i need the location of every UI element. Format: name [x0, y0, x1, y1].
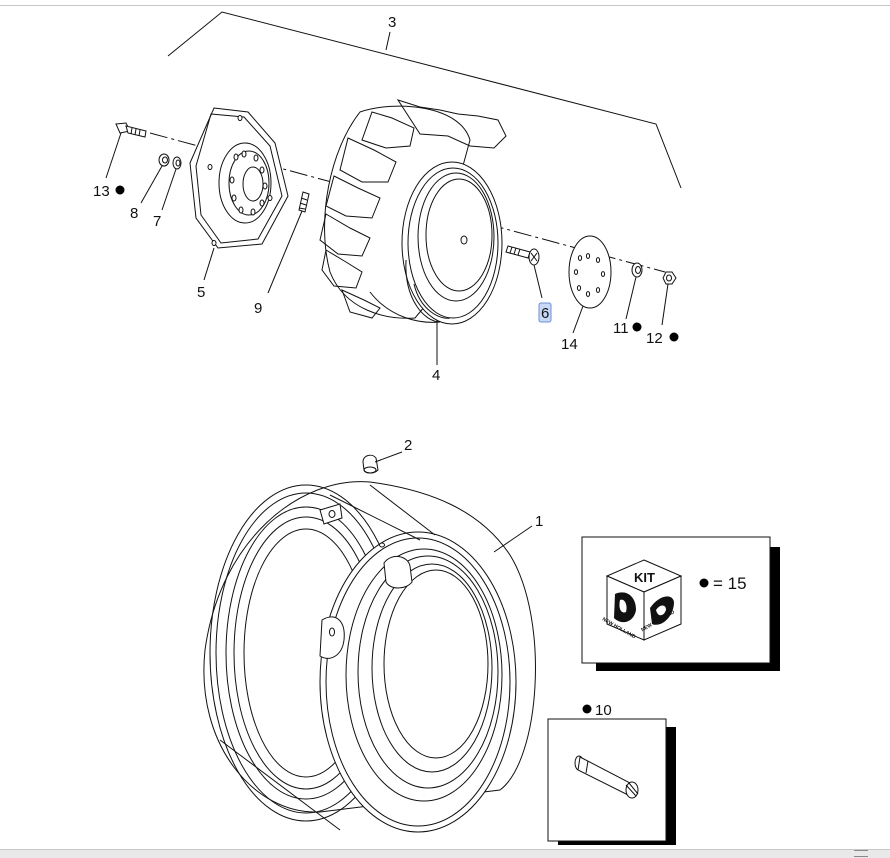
callout-13[interactable]: 13: [93, 183, 110, 200]
bolt-6[interactable]: [505, 245, 543, 299]
status-bar: [0, 849, 890, 858]
callout-4[interactable]: 4: [432, 367, 440, 384]
callout-11[interactable]: 11: [613, 320, 629, 337]
callout-14[interactable]: 14: [561, 336, 578, 353]
bullet-11: [632, 322, 642, 332]
rim-1[interactable]: [203, 481, 536, 833]
callout-3[interactable]: 3: [388, 14, 396, 31]
callout-2[interactable]: 2: [404, 437, 412, 454]
callout-12[interactable]: 12: [646, 330, 663, 347]
kit-equation: = 15: [713, 574, 747, 593]
cover-plate-14[interactable]: [568, 235, 612, 334]
callout-6-highlight: [538, 302, 552, 323]
callout-10[interactable]: 10: [595, 702, 612, 719]
bullet-10: [582, 704, 592, 714]
washer-7[interactable]: [161, 156, 182, 211]
tire-wheel-4[interactable]: [319, 99, 507, 365]
callout-6[interactable]: 6: [541, 305, 549, 322]
center-plate-5[interactable]: [189, 107, 289, 281]
callout-5[interactable]: 5: [197, 284, 205, 301]
valve-2[interactable]: [362, 451, 403, 474]
kit-cube-icon: KIT NEW HOLLAND NEW HOLLAND: [601, 559, 683, 641]
nut-8[interactable]: [140, 153, 170, 204]
nut-12[interactable]: [661, 271, 677, 326]
kit-title: KIT: [634, 570, 655, 585]
kit-box: KIT NEW HOLLAND NEW HOLLAND = 15: [581, 536, 780, 671]
callout-9[interactable]: 9: [254, 300, 262, 317]
callout-1[interactable]: 1: [535, 513, 543, 530]
bullet-12: [669, 332, 679, 342]
callout-7[interactable]: 7: [153, 213, 161, 230]
bolt-13[interactable]: [105, 122, 147, 179]
part-10-box: [547, 718, 676, 845]
bullet-13: [115, 185, 125, 195]
callout-8[interactable]: 8: [130, 205, 138, 222]
valve-stem-10[interactable]: [574, 755, 639, 799]
kit-bullet: [699, 578, 709, 588]
assembly-bracket-3: [167, 11, 682, 189]
top-divider: [0, 5, 890, 6]
resize-grip-icon[interactable]: [854, 850, 868, 857]
washer-11[interactable]: [625, 262, 643, 320]
pin-9[interactable]: [267, 191, 310, 294]
